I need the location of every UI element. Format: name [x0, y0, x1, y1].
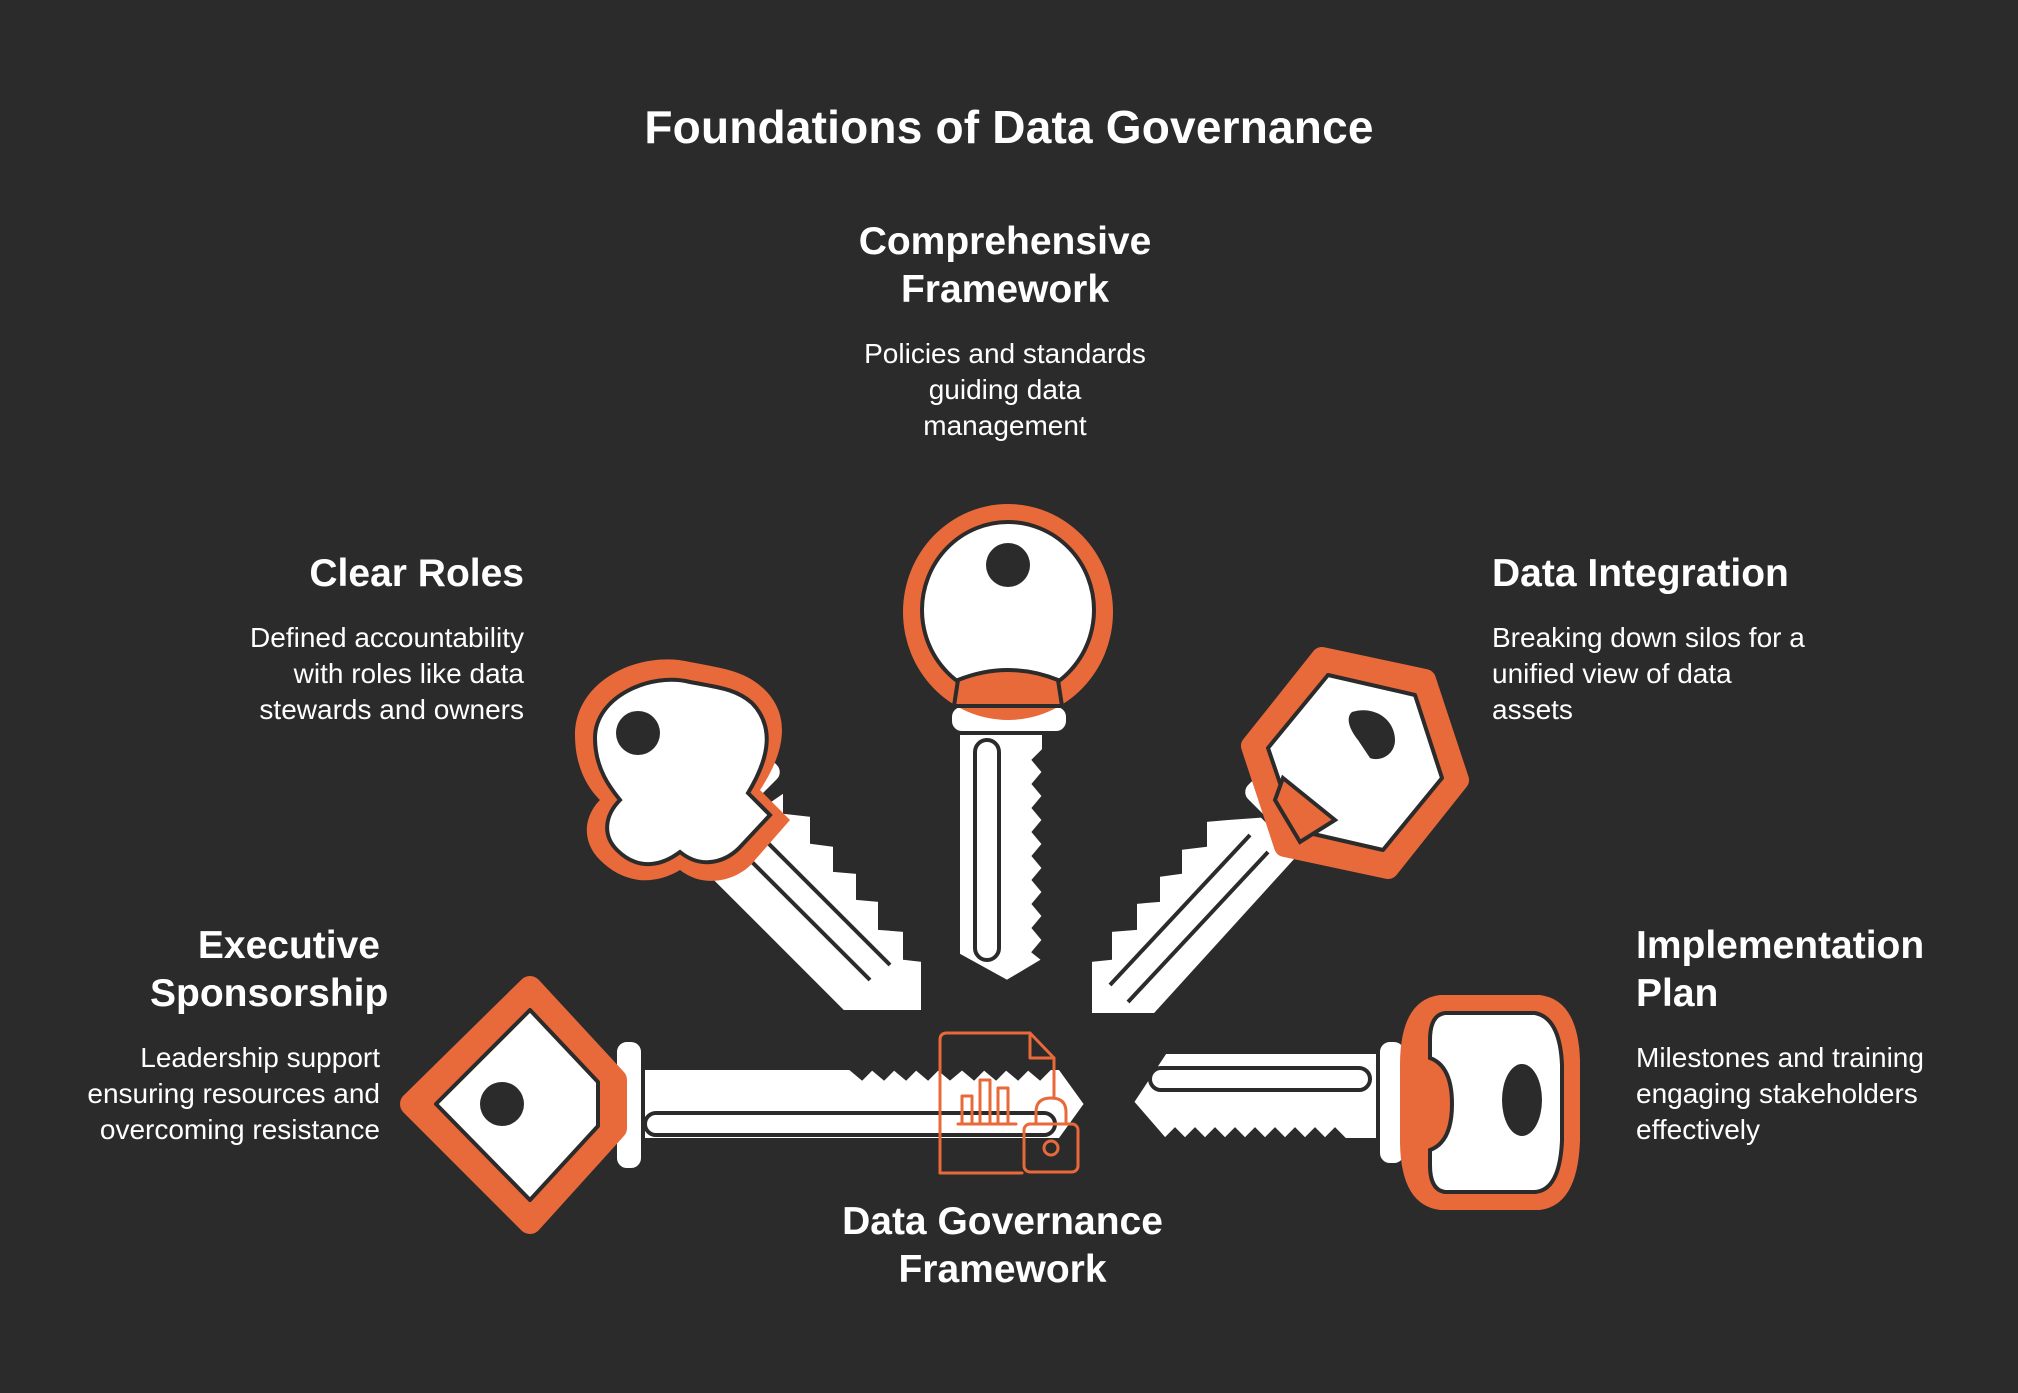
key-lower-right — [1129, 995, 1580, 1210]
item-executive-sponsorship: Executive Sponsorship Leadership support… — [45, 922, 389, 1148]
center-label: Data Governance Framework — [842, 1200, 1163, 1291]
page-title: Foundations of Data Governance — [644, 101, 1374, 153]
item-title: Implementation Plan — [1636, 924, 1925, 1015]
item-implementation-plan: Implementation Plan Milestones and train… — [1636, 922, 1976, 1148]
item-description: Leadership support ensuring resources an… — [87, 1042, 380, 1145]
item-comprehensive-framework: Comprehensive Framework Policies and sta… — [835, 218, 1175, 444]
key-lower-left — [400, 976, 1089, 1234]
item-title: Executive Sponsorship — [150, 924, 389, 1015]
item-description: Milestones and training engaging stakeho… — [1636, 1042, 1924, 1145]
item-description: Defined accountability with roles like d… — [250, 622, 524, 725]
item-data-integration: Data Integration Breaking down silos for… — [1492, 550, 1822, 728]
item-description: Policies and standards guiding data mana… — [864, 338, 1146, 441]
item-title: Clear Roles — [309, 552, 524, 595]
key-upper-right — [1088, 647, 1469, 1017]
item-clear-roles: Clear Roles Defined accountability with … — [200, 550, 524, 728]
document-chart-lock-icon — [938, 1031, 1080, 1175]
key-top — [903, 504, 1113, 985]
item-title: Data Integration — [1492, 552, 1789, 595]
item-description: Breaking down silos for a unified view o… — [1492, 622, 1805, 725]
item-title: Comprehensive Framework — [858, 220, 1152, 311]
key-upper-left — [575, 659, 925, 1014]
